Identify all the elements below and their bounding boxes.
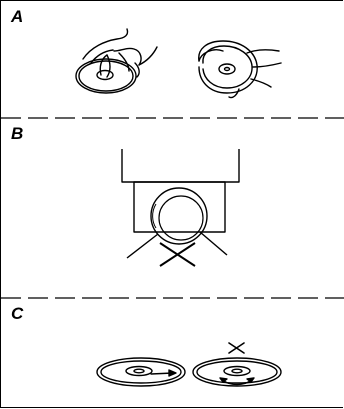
panel-b: B [1, 118, 344, 298]
panel-c-letter: C [11, 304, 24, 323]
disc-slot-illustration [121, 149, 240, 267]
panel-b-letter: B [11, 124, 24, 143]
disc-wipe-radial-icon [96, 357, 186, 387]
disc-wipe-circular-icon [192, 357, 282, 387]
disc-circle [150, 187, 208, 245]
panel-a: A [1, 1, 344, 118]
panel-c: C [1, 298, 344, 409]
slot-opening [133, 181, 226, 233]
disc-held-edge-icon [198, 40, 282, 99]
prohibited-x-icon [159, 242, 196, 267]
dashed-divider [1, 297, 344, 299]
disc-holding-illustration [75, 28, 282, 99]
dashed-divider [1, 117, 344, 119]
disc-held-center-icon [75, 28, 158, 94]
prohibited-x-icon [228, 342, 245, 354]
slot-housing [121, 149, 240, 183]
panel-a-letter: A [11, 7, 24, 26]
disc-wiping-illustration [96, 342, 282, 387]
